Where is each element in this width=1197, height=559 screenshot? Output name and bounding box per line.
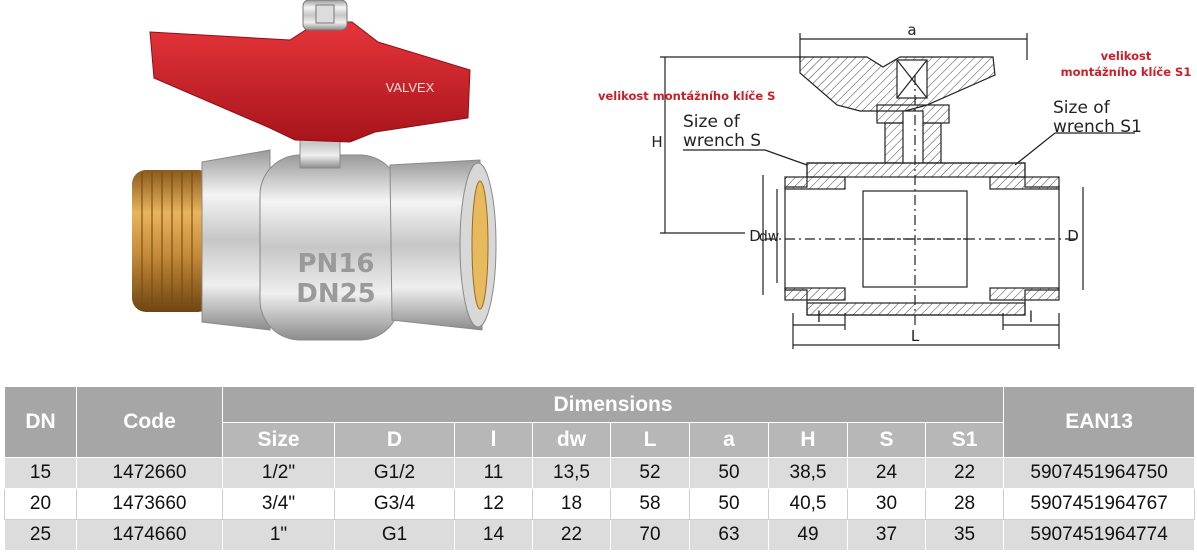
cell-L: 70 bbox=[610, 519, 690, 551]
cell-d: G1/2 bbox=[334, 457, 455, 489]
cell-size: 1" bbox=[222, 519, 335, 551]
note-wrench-s1-line2: montážního klíče S1 bbox=[1060, 65, 1192, 79]
cell-l: 14 bbox=[454, 519, 533, 551]
note-wrench-s: velikost montážního klíče S bbox=[598, 89, 776, 103]
cell-code: 1474660 bbox=[76, 519, 223, 551]
dim-H: H bbox=[651, 133, 662, 151]
brass-thread bbox=[132, 170, 212, 312]
cell-S: 24 bbox=[847, 457, 926, 489]
cell-a: 63 bbox=[689, 519, 769, 551]
dim-D-right: D bbox=[1067, 227, 1079, 245]
cell-ean: 5907451964750 bbox=[1003, 457, 1196, 489]
cell-code: 1472660 bbox=[76, 457, 223, 489]
header-L: L bbox=[610, 422, 690, 458]
cell-size: 3/4" bbox=[222, 488, 335, 520]
dn-marking: DN25 bbox=[296, 279, 376, 309]
header-ean13: EAN13 bbox=[1003, 386, 1196, 458]
cell-ean: 5907451964767 bbox=[1003, 488, 1196, 520]
table-row: 25 1474660 1" G1 14 22 70 63 49 37 35 59… bbox=[4, 519, 1196, 551]
cell-dw: 18 bbox=[532, 488, 611, 520]
header-dimensions: Dimensions bbox=[221, 386, 1005, 423]
cell-a: 50 bbox=[689, 457, 769, 489]
dim-a: a bbox=[907, 21, 916, 39]
wrench-s-line2: wrench S bbox=[683, 131, 761, 151]
cell-l: 11 bbox=[454, 457, 533, 489]
cell-S1: 22 bbox=[924, 457, 1005, 489]
cell-S: 30 bbox=[847, 488, 926, 520]
table-row: 15 1472660 1/2" G1/2 11 13,5 52 50 38,5 … bbox=[4, 457, 1196, 489]
header-a: a bbox=[689, 422, 769, 458]
header-S: S bbox=[847, 422, 926, 458]
cell-dn: 25 bbox=[4, 519, 77, 551]
valvex-logo: VALVEX bbox=[386, 80, 435, 95]
header-dw: dw bbox=[532, 422, 611, 458]
header-code: Code bbox=[76, 386, 223, 458]
cell-l: 12 bbox=[454, 488, 533, 520]
header-dn: DN bbox=[4, 386, 77, 458]
header-d: D bbox=[334, 422, 455, 458]
cell-L: 52 bbox=[610, 457, 690, 489]
cell-S: 37 bbox=[847, 519, 926, 551]
cell-d: G1 bbox=[334, 519, 455, 551]
header-H: H bbox=[768, 422, 848, 458]
technical-drawing: a H D dw D l L l Size of wrench S Size o… bbox=[651, 21, 1142, 349]
cell-H: 49 bbox=[768, 519, 848, 551]
dim-l-left: l bbox=[817, 308, 821, 326]
ball-valve-photo: PN16 DN25 VALVEX bbox=[132, 0, 497, 341]
cell-dw: 22 bbox=[532, 519, 611, 551]
note-wrench-s1: velikost montážního klíče S1 bbox=[1055, 48, 1197, 80]
dim-D-left: D bbox=[749, 227, 761, 245]
cell-d: G3/4 bbox=[334, 488, 455, 520]
wrench-s1-line1: Size of bbox=[1053, 98, 1111, 118]
pn-marking: PN16 bbox=[298, 249, 375, 279]
cell-code: 1473660 bbox=[76, 488, 223, 520]
cell-dn: 15 bbox=[4, 457, 77, 489]
table-row: 20 1473660 3/4" G3/4 12 18 58 50 40,5 30… bbox=[4, 488, 1196, 520]
cell-size: 1/2" bbox=[222, 457, 335, 489]
dim-dw: dw bbox=[759, 229, 779, 245]
cell-ean: 5907451964774 bbox=[1003, 519, 1196, 551]
cell-dn: 20 bbox=[4, 488, 77, 520]
cell-H: 38,5 bbox=[768, 457, 848, 489]
header-l: l bbox=[454, 422, 533, 458]
cell-L: 58 bbox=[610, 488, 690, 520]
dim-l-right: l bbox=[1029, 308, 1033, 326]
header-S1: S1 bbox=[924, 422, 1005, 458]
cell-H: 40,5 bbox=[768, 488, 848, 520]
wrench-s-line1: Size of bbox=[683, 112, 741, 132]
cell-a: 50 bbox=[689, 488, 769, 520]
cell-dw: 13,5 bbox=[532, 457, 611, 489]
wrench-s1-line2: wrench S1 bbox=[1053, 117, 1142, 137]
note-wrench-s1-line1: velikost bbox=[1100, 49, 1152, 63]
cell-S1: 28 bbox=[924, 488, 1005, 520]
dim-L: L bbox=[911, 327, 920, 345]
cell-S1: 35 bbox=[924, 519, 1005, 551]
specification-table: DN Code Dimensions EAN13 Size D l dw L a… bbox=[4, 386, 1196, 551]
header-size: Size bbox=[222, 422, 335, 458]
